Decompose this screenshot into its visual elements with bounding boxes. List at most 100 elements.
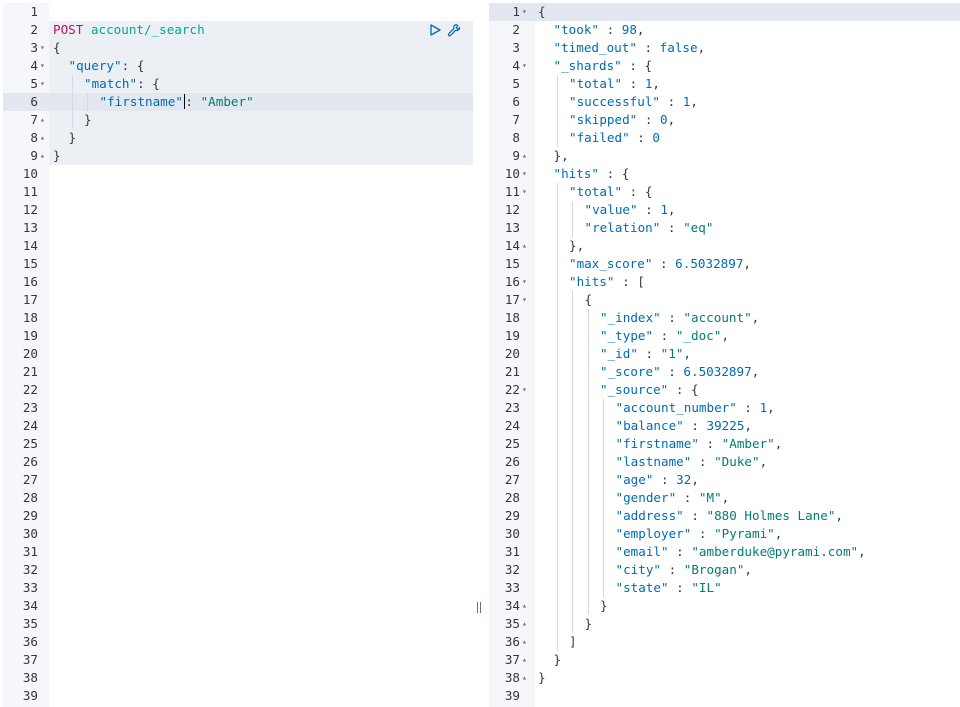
code-line[interactable]: 4▾"query": { (3, 57, 473, 75)
fold-collapse-icon[interactable]: ▴ (522, 151, 527, 160)
response-code-lines[interactable]: 1▾{2"took" : 98,3"timed_out" : false,4▾"… (489, 3, 960, 705)
code-line[interactable]: 18 (3, 309, 473, 327)
code-line[interactable]: 29"address" : "880 Holmes Lane", (489, 507, 960, 525)
play-icon[interactable] (428, 23, 442, 37)
code-line[interactable]: 20 (3, 345, 473, 363)
code-line[interactable]: 22▾"_source" : { (489, 381, 960, 399)
code-line[interactable]: 5▾"match": { (3, 75, 473, 93)
code-line[interactable]: 13"relation" : "eq" (489, 219, 960, 237)
fold-expand-icon[interactable]: ▾ (522, 385, 527, 394)
code-line[interactable]: 25 (3, 435, 473, 453)
code-line[interactable]: 38▴} (489, 669, 960, 687)
code-line[interactable]: 32 (3, 561, 473, 579)
code-line[interactable]: 3▾{ (3, 39, 473, 57)
code-line[interactable]: 34 (3, 597, 473, 615)
fold-expand-icon[interactable]: ▾ (40, 43, 45, 52)
fold-expand-icon[interactable]: ▾ (522, 295, 527, 304)
code-line[interactable]: 36 (3, 633, 473, 651)
fold-collapse-icon[interactable]: ▴ (522, 655, 527, 664)
code-line[interactable]: 29 (3, 507, 473, 525)
code-line[interactable]: 12 (3, 201, 473, 219)
code-line[interactable]: 16▾"hits" : [ (489, 273, 960, 291)
code-line[interactable]: 37 (3, 651, 473, 669)
code-line[interactable]: 8"failed" : 0 (489, 129, 960, 147)
code-line[interactable]: 37▴} (489, 651, 960, 669)
code-line[interactable]: 11▾"total" : { (489, 183, 960, 201)
code-line[interactable]: 15"max_score" : 6.5032897, (489, 255, 960, 273)
code-line[interactable]: 1 (3, 3, 473, 21)
code-line[interactable]: 25"firstname" : "Amber", (489, 435, 960, 453)
code-line[interactable]: 30"employer" : "Pyrami", (489, 525, 960, 543)
code-line[interactable]: 10 (3, 165, 473, 183)
code-line[interactable]: 36▴] (489, 633, 960, 651)
code-line[interactable]: 23 (3, 399, 473, 417)
fold-expand-icon[interactable]: ▾ (522, 7, 527, 16)
code-line[interactable]: 26"lastname" : "Duke", (489, 453, 960, 471)
code-line[interactable]: 21 (3, 363, 473, 381)
code-line[interactable]: 23"account_number" : 1, (489, 399, 960, 417)
code-line[interactable]: 15 (3, 255, 473, 273)
code-line[interactable]: 19"_type" : "_doc", (489, 327, 960, 345)
code-line[interactable]: 5"total" : 1, (489, 75, 960, 93)
code-line[interactable]: 28 (3, 489, 473, 507)
code-line[interactable]: 28"gender" : "M", (489, 489, 960, 507)
fold-collapse-icon[interactable]: ▴ (522, 619, 527, 628)
code-line[interactable]: 9▴}, (489, 147, 960, 165)
fold-collapse-icon[interactable]: ▴ (522, 601, 527, 610)
code-line[interactable]: 27 (3, 471, 473, 489)
code-line[interactable]: 33 (3, 579, 473, 597)
code-line[interactable]: 11 (3, 183, 473, 201)
response-viewer[interactable]: 1▾{2"took" : 98,3"timed_out" : false,4▾"… (489, 3, 960, 707)
code-line[interactable]: 32"city" : "Brogan", (489, 561, 960, 579)
fold-collapse-icon[interactable]: ▴ (522, 637, 527, 646)
code-line[interactable]: 39 (489, 687, 960, 705)
code-line[interactable]: 30 (3, 525, 473, 543)
code-line[interactable]: 27"age" : 32, (489, 471, 960, 489)
code-line[interactable]: 9▴} (3, 147, 473, 165)
fold-collapse-icon[interactable]: ▴ (40, 133, 45, 142)
code-line[interactable]: 14▴}, (489, 237, 960, 255)
code-line[interactable]: 18"_index" : "account", (489, 309, 960, 327)
pane-divider[interactable] (473, 0, 489, 707)
code-line[interactable]: 26 (3, 453, 473, 471)
code-line[interactable]: 2"took" : 98, (489, 21, 960, 39)
code-line[interactable]: 6"firstname": "Amber" (3, 93, 473, 111)
code-line[interactable]: 19 (3, 327, 473, 345)
code-line[interactable]: 24 (3, 417, 473, 435)
code-line[interactable]: 16 (3, 273, 473, 291)
code-line[interactable]: 7"skipped" : 0, (489, 111, 960, 129)
code-line[interactable]: 10▾"hits" : { (489, 165, 960, 183)
fold-expand-icon[interactable]: ▾ (522, 277, 527, 286)
code-line[interactable]: 39 (3, 687, 473, 705)
code-line[interactable]: 8▴} (3, 129, 473, 147)
fold-expand-icon[interactable]: ▾ (40, 61, 45, 70)
code-line[interactable]: 38 (3, 669, 473, 687)
code-line[interactable]: 7▴} (3, 111, 473, 129)
code-line[interactable]: 12"value" : 1, (489, 201, 960, 219)
fold-expand-icon[interactable]: ▾ (522, 61, 527, 70)
code-line[interactable]: 20"_id" : "1", (489, 345, 960, 363)
fold-collapse-icon[interactable]: ▴ (40, 115, 45, 124)
fold-expand-icon[interactable]: ▾ (522, 169, 527, 178)
vertical-resize-handle-icon[interactable] (477, 602, 483, 614)
code-line[interactable]: 31"email" : "amberduke@pyrami.com", (489, 543, 960, 561)
fold-expand-icon[interactable]: ▾ (522, 187, 527, 196)
code-line[interactable]: 17▾{ (489, 291, 960, 309)
code-line[interactable]: 35 (3, 615, 473, 633)
code-line[interactable]: 35▴} (489, 615, 960, 633)
code-line[interactable]: 33"state" : "IL" (489, 579, 960, 597)
code-line[interactable]: 17 (3, 291, 473, 309)
fold-collapse-icon[interactable]: ▴ (522, 241, 527, 250)
code-line[interactable]: 14 (3, 237, 473, 255)
code-line[interactable]: 31 (3, 543, 473, 561)
code-line[interactable]: 1▾{ (489, 3, 960, 21)
code-line[interactable]: 6"successful" : 1, (489, 93, 960, 111)
code-line[interactable]: 4▾"_shards" : { (489, 57, 960, 75)
code-line[interactable]: 22 (3, 381, 473, 399)
code-line[interactable]: 13 (3, 219, 473, 237)
wrench-icon[interactable] (447, 23, 461, 37)
code-line[interactable]: 3"timed_out" : false, (489, 39, 960, 57)
